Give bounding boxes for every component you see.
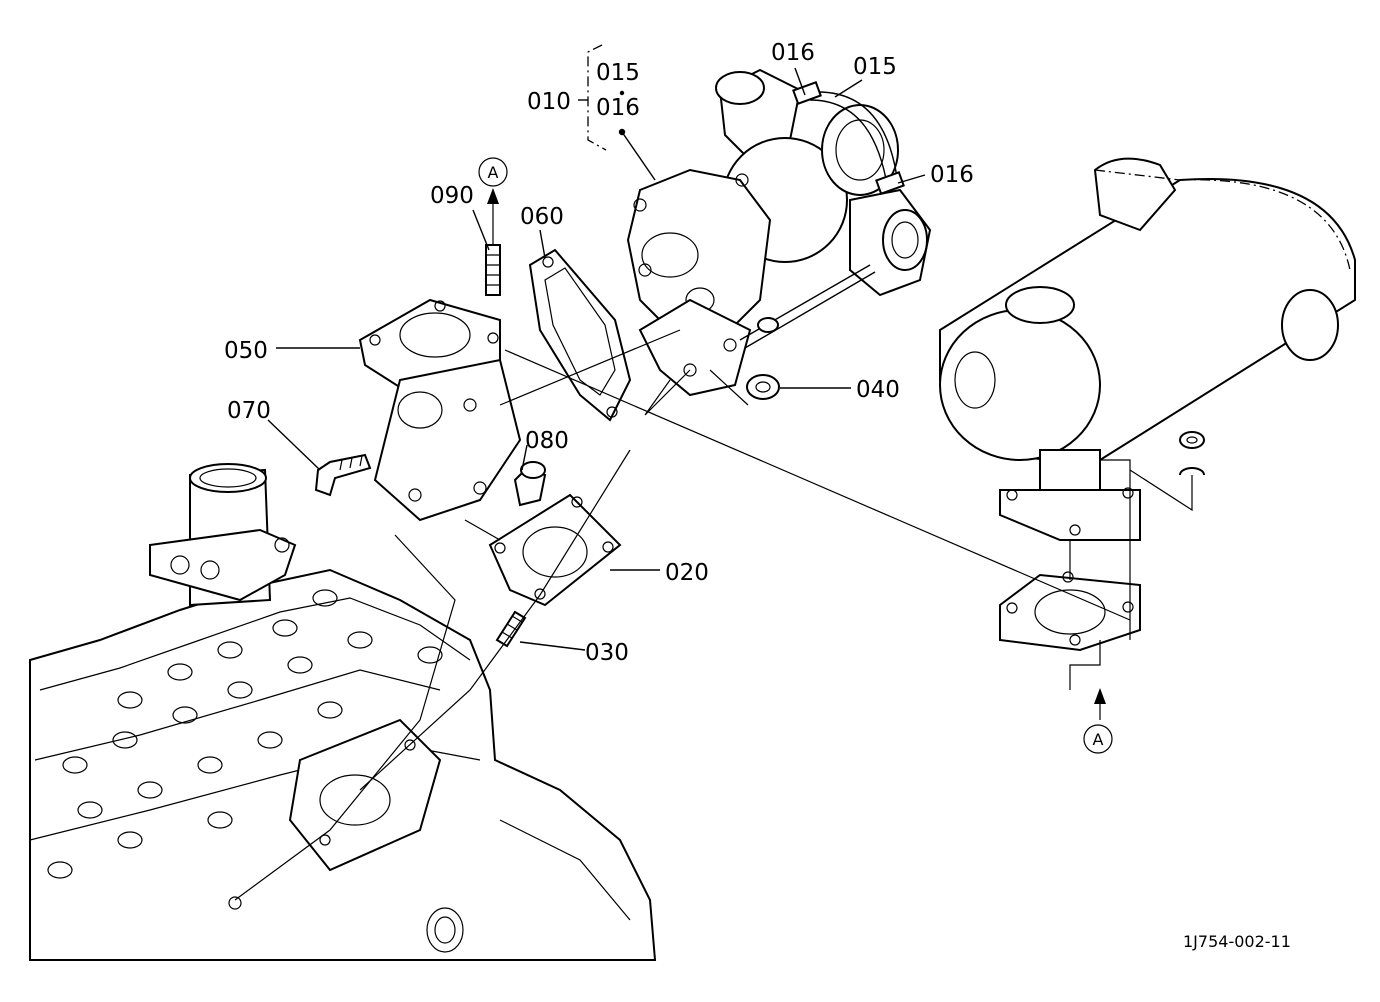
label-010: 010 bbox=[527, 89, 571, 115]
label-070: 070 bbox=[227, 398, 271, 424]
label-050: 050 bbox=[224, 338, 268, 364]
turbocharger bbox=[626, 68, 932, 397]
label-015-hose: 015 bbox=[853, 54, 897, 80]
label-016-group: 016 bbox=[596, 95, 640, 121]
stud-090 bbox=[485, 244, 501, 296]
label-015-group: 015 bbox=[596, 60, 640, 86]
label-060: 060 bbox=[520, 204, 564, 230]
label-090: 090 bbox=[430, 183, 474, 209]
leader-lines bbox=[267, 67, 926, 651]
stud-030 bbox=[495, 610, 527, 648]
assembly-lines bbox=[234, 44, 1193, 901]
label-030: 030 bbox=[585, 640, 629, 666]
muffler-gasket bbox=[999, 571, 1141, 652]
label-016-right: 016 bbox=[930, 162, 974, 188]
engine-cylinder-head bbox=[29, 463, 657, 961]
plug-080 bbox=[513, 461, 547, 507]
reference-marker-top: A bbox=[478, 157, 508, 187]
nut-and-washer bbox=[1179, 431, 1205, 476]
part-labels: 010 015 016 016 015 016 090 060 050 040 … bbox=[224, 40, 974, 666]
label-080: 080 bbox=[525, 428, 569, 454]
gasket-020 bbox=[488, 493, 622, 607]
gasket-060 bbox=[528, 248, 632, 422]
label-020: 020 bbox=[665, 560, 709, 586]
label-016-top: 016 bbox=[771, 40, 815, 66]
reference-marker-bottom: A bbox=[1083, 724, 1113, 754]
nut-040 bbox=[746, 374, 780, 400]
label-040: 040 bbox=[856, 377, 900, 403]
bolt-070 bbox=[314, 453, 372, 497]
reference-marker-bottom-label: A bbox=[1093, 730, 1104, 749]
muffler bbox=[939, 157, 1356, 541]
reference-marker-top-label: A bbox=[488, 163, 499, 182]
exhaust-elbow-050 bbox=[358, 298, 522, 522]
figure-code: 1J754-002-11 bbox=[1183, 932, 1291, 951]
